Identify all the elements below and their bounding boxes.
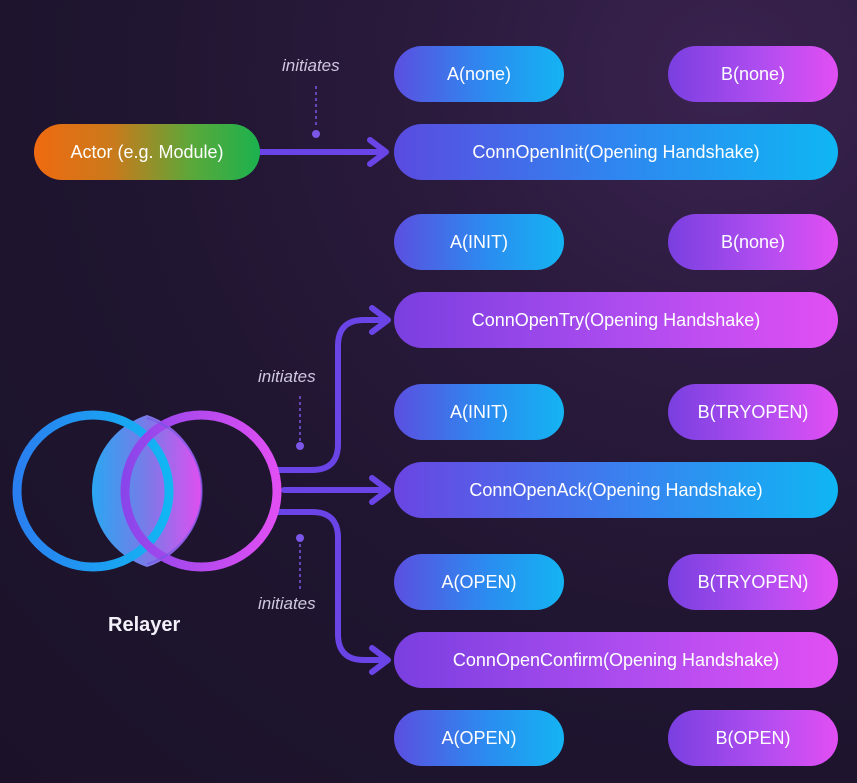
state-a-label: A(INIT) xyxy=(450,231,508,252)
actor-label: Actor (e.g. Module) xyxy=(70,141,224,162)
state-b-node: B(none) xyxy=(668,46,838,102)
message-label: ConnOpenAck(Opening Handshake) xyxy=(469,479,763,500)
state-a-node: A(OPEN) xyxy=(394,554,564,610)
message-conn-open-confirm: ConnOpenConfirm(Opening Handshake) xyxy=(394,632,838,688)
actor-arrow xyxy=(255,137,389,167)
state-b-label: B(none) xyxy=(720,63,786,84)
message-conn-open-try: ConnOpenTry(Opening Handshake) xyxy=(394,292,838,348)
state-b-label: B(TRYOPEN) xyxy=(697,401,809,422)
state-b-node: B(TRYOPEN) xyxy=(668,384,838,440)
relayer-label: Relayer xyxy=(108,614,181,636)
state-a-node: A(OPEN) xyxy=(394,710,564,766)
state-a-label: A(none) xyxy=(446,63,512,84)
initiates-label-top: initiates xyxy=(282,56,340,75)
state-a-node: A(INIT) xyxy=(394,214,564,270)
message-label: ConnOpenTry(Opening Handshake) xyxy=(471,309,761,330)
message-conn-open-ack: ConnOpenAck(Opening Handshake) xyxy=(394,462,838,518)
state-b-label: B(OPEN) xyxy=(715,727,791,748)
initiates-dotted-line-middle xyxy=(296,396,304,450)
state-b-node: B(none) xyxy=(668,214,838,270)
relayer-arrow-ack xyxy=(281,475,391,505)
state-b-label: B(none) xyxy=(720,231,786,252)
state-b-node: B(OPEN) xyxy=(668,710,838,766)
state-a-node: A(none) xyxy=(394,46,564,102)
initiates-label-middle: initiates xyxy=(258,367,316,386)
state-b-label: B(TRYOPEN) xyxy=(697,571,809,592)
actor-node: Actor (e.g. Module) xyxy=(34,124,260,180)
state-a-label: A(OPEN) xyxy=(441,571,517,592)
message-label: ConnOpenInit(Opening Handshake) xyxy=(472,141,760,162)
state-a-label: A(OPEN) xyxy=(441,727,517,748)
message-conn-open-init: ConnOpenInit(Opening Handshake) xyxy=(394,124,838,180)
initiates-label-bottom: initiates xyxy=(258,594,316,613)
relayer-logo-icon xyxy=(12,410,282,572)
initiates-dotted-line-top xyxy=(312,86,320,138)
state-a-node: A(INIT) xyxy=(394,384,564,440)
message-label: ConnOpenConfirm(Opening Handshake) xyxy=(452,649,780,670)
relayer-arrow-try xyxy=(275,305,391,473)
state-a-label: A(INIT) xyxy=(450,401,508,422)
initiates-dotted-line-bottom xyxy=(296,534,304,590)
relayer-arrow-confirm xyxy=(275,509,391,675)
state-b-node: B(TRYOPEN) xyxy=(668,554,838,610)
